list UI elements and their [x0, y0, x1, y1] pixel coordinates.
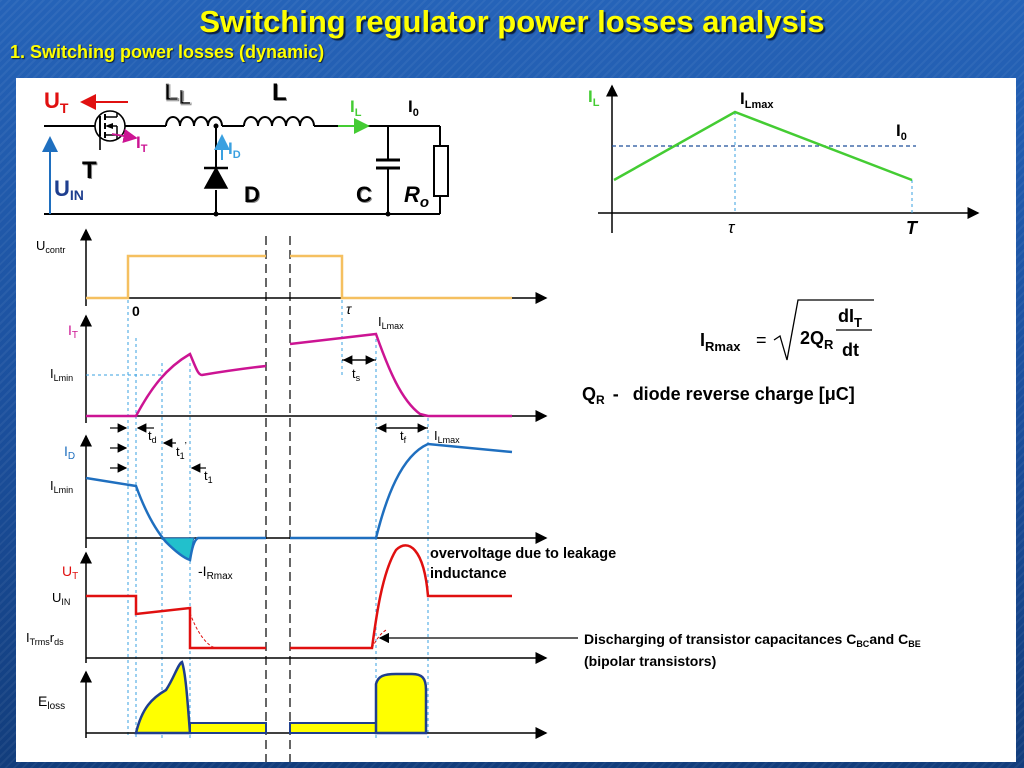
ucontr-label: Ucontr	[36, 238, 65, 255]
id-axes	[80, 434, 548, 548]
c-label: C	[356, 182, 372, 207]
period-label: T	[906, 218, 919, 238]
ut-label: UT	[44, 88, 69, 116]
svg-text:dt: dt	[842, 340, 859, 360]
il-peak-label: ILmax	[740, 89, 774, 111]
ro-label: Ro	[404, 182, 429, 211]
timing-arrows	[110, 423, 428, 473]
it-arrow	[111, 128, 138, 144]
junction-dot	[213, 123, 219, 129]
circuit-schematic	[44, 116, 441, 215]
load-resistor	[433, 145, 449, 197]
inductor-current-plot	[598, 84, 980, 233]
irmax-formula: IRmax = 2QR dIT dt	[700, 299, 874, 361]
discharge-note-line1: Discharging of transistor capacitances C…	[584, 631, 921, 649]
eloss-label: Eloss	[38, 693, 65, 712]
it-axes	[80, 314, 548, 423]
il-label: IL	[350, 97, 362, 119]
figure-canvas: UT LL L IL I0 IT ID T UIN D C Ro IL ILma…	[26, 79, 980, 762]
il-average-label: I0	[896, 121, 907, 143]
tau-label: τ	[728, 218, 736, 237]
l-label: L	[272, 79, 287, 106]
slide-subtitle: 1. Switching power losses (dynamic)	[10, 42, 325, 62]
id-ilmin-label: ILmin	[50, 478, 73, 495]
overvoltage-note-line1: overvoltage due to leakage	[430, 546, 616, 562]
ts-label: ts	[352, 366, 361, 383]
t1-label: t1	[204, 468, 213, 485]
uin-label: UIN	[54, 176, 84, 203]
il-axis-label: IL	[588, 87, 600, 109]
ut-capacitance-discharge	[189, 612, 387, 649]
uin-level-label: UIN	[52, 590, 70, 607]
it-ilmax-label: ILmax	[378, 314, 404, 331]
td-label: td	[148, 428, 157, 445]
ut-label: UT	[62, 563, 78, 582]
svg-text:=: =	[756, 330, 767, 350]
svg-text:2QR: 2QR	[800, 328, 834, 352]
i0-label: I0	[408, 97, 419, 119]
mosfet-transistor	[94, 110, 126, 150]
svg-text:IRmax: IRmax	[700, 330, 741, 354]
discharge-note-line2: (bipolar transistors)	[584, 653, 716, 669]
it-label: IT	[68, 322, 78, 341]
t-label: T	[82, 157, 97, 184]
time-break-gap	[266, 236, 290, 762]
d-label: D	[244, 182, 260, 207]
ucontr-trace	[86, 254, 512, 300]
id-label: ID	[64, 443, 75, 462]
eloss-turn-on-energy	[134, 660, 192, 735]
itrms-rds-label: ITrmsrds	[26, 630, 64, 647]
diode-symbol	[203, 166, 229, 189]
eloss-turn-off-energy	[374, 672, 428, 735]
overvoltage-note-line2: inductance	[430, 566, 507, 582]
it-label: IT	[136, 133, 148, 155]
leakage-inductor-ll	[165, 116, 223, 127]
content-panel: UT LL L IL I0 IT ID T UIN D C Ro IL ILma…	[16, 78, 1016, 762]
id-ilmax-label: ILmax	[434, 428, 460, 445]
irmax-label: -IRmax	[198, 563, 233, 582]
il-triangle-trace	[613, 110, 913, 182]
slide-title: Switching regulator power losses analysi…	[199, 4, 825, 39]
it-trace	[86, 332, 512, 418]
ut-trace	[86, 544, 512, 650]
it-ilmin-label: ILmin	[50, 366, 73, 383]
tf-label: tf	[400, 428, 407, 445]
id-trace	[85, 442, 513, 562]
id-label: ID	[228, 139, 241, 161]
ut-axes	[80, 551, 548, 664]
ll-label: LL	[164, 79, 191, 109]
tau-mark-label: τ	[346, 301, 352, 317]
ucontr-axes	[80, 228, 548, 306]
svg-text:dIT: dIT	[838, 306, 862, 330]
time-zero-label: 0	[132, 303, 140, 319]
qr-definition: QR-diode reverse charge [μC]	[582, 384, 855, 407]
main-inductor-l	[243, 116, 315, 127]
eloss-conduction-energy	[189, 722, 267, 734]
eloss-conduction-energy-2	[289, 722, 377, 734]
t1-prime-label: t1’	[176, 441, 187, 461]
